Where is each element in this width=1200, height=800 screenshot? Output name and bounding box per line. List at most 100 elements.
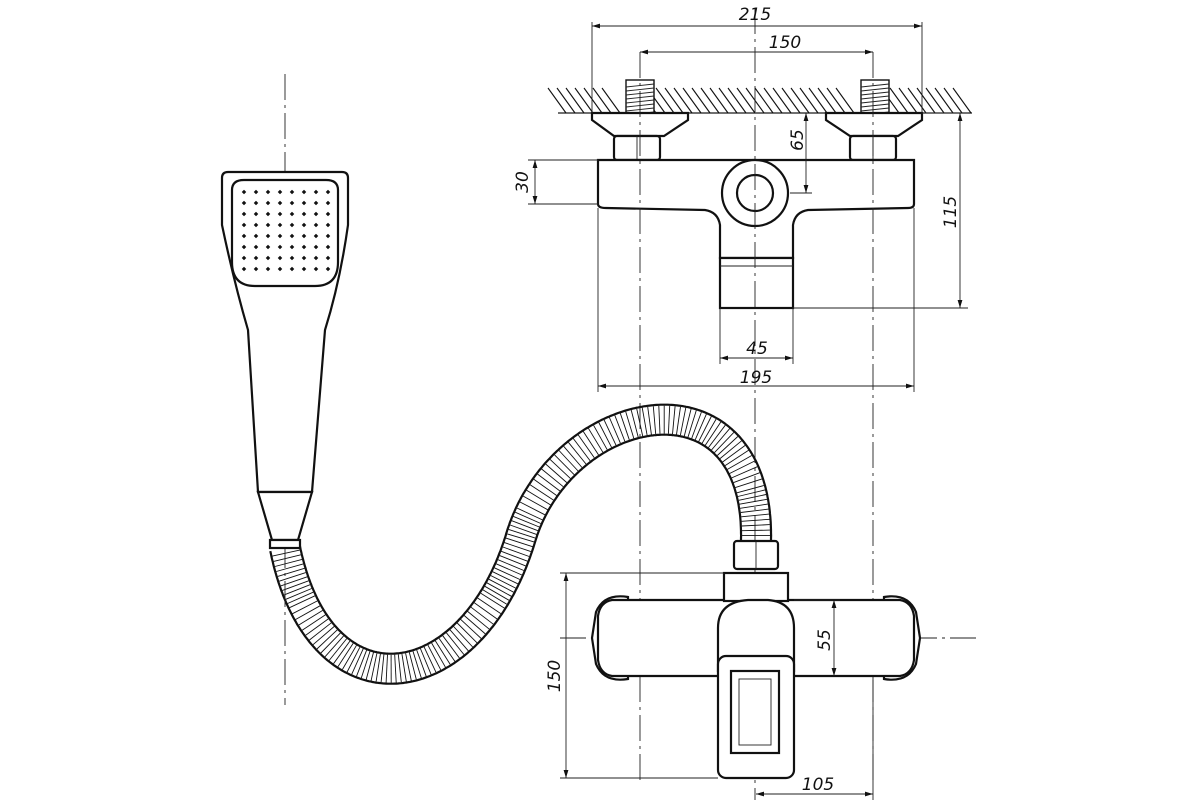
hose-ring	[272, 549, 300, 557]
hose-ring	[273, 554, 301, 562]
hose-ring	[716, 436, 739, 456]
hatch-line	[925, 87, 945, 114]
hatch-line	[727, 87, 747, 114]
hose-ring	[285, 588, 312, 600]
hose-ring	[667, 405, 671, 434]
dim-215-label: 215	[739, 5, 771, 25]
hose-ring	[738, 494, 767, 501]
hose-ring	[419, 648, 432, 675]
hose-ring	[735, 478, 763, 489]
hose-ring	[423, 646, 437, 673]
hose-ring	[687, 410, 697, 438]
thread-line	[860, 83, 890, 88]
hatch-line	[583, 87, 603, 114]
hose-ring	[509, 524, 537, 535]
hatch-line	[763, 87, 783, 114]
hose-ring	[431, 642, 446, 668]
hose-ring	[513, 515, 540, 528]
hose-nut	[732, 539, 780, 571]
hose-ring	[549, 459, 571, 479]
hatch-line	[754, 87, 774, 114]
spout-outlet	[718, 256, 795, 310]
shower-head-face	[230, 178, 340, 288]
hose-ring	[679, 407, 687, 436]
hose-ring	[292, 600, 318, 615]
dim-65-label: 65	[788, 129, 808, 151]
hatch-line	[673, 87, 693, 114]
dim-30-label: 30	[513, 171, 533, 193]
hose-ring	[691, 411, 702, 439]
shower-nozzles	[241, 189, 331, 272]
hatch-line	[934, 87, 954, 114]
hose-ring	[739, 498, 768, 505]
hose-ring	[477, 597, 502, 614]
hose-ring	[276, 563, 304, 572]
hose-ring	[733, 472, 760, 484]
hose-ring	[277, 567, 305, 577]
nozzle	[289, 255, 295, 261]
hose-ring	[533, 478, 557, 496]
hose-ring	[511, 520, 539, 532]
hatch-line	[547, 87, 567, 114]
hatch-line	[826, 87, 846, 114]
hatch-line	[700, 87, 720, 114]
hose-ring	[508, 528, 536, 539]
hose-ring	[737, 489, 766, 497]
hand-shower	[220, 74, 350, 705]
hose-ring	[516, 507, 543, 521]
nozzle	[301, 266, 307, 272]
dim-150-front-label: 150	[545, 660, 565, 692]
hatch-line	[799, 87, 819, 114]
hose-ring	[370, 653, 378, 681]
hose-ring	[614, 415, 626, 442]
thread-line	[860, 99, 890, 104]
nozzle	[277, 266, 283, 272]
hose-ring	[608, 417, 621, 444]
hose-ring	[375, 653, 381, 682]
nozzle	[325, 255, 331, 261]
hose-ring	[298, 610, 323, 626]
hose-ring	[283, 584, 311, 596]
hose-ring	[460, 619, 482, 639]
hatch-line	[601, 87, 621, 114]
hose-ring	[401, 653, 407, 682]
hose-ring	[522, 495, 548, 511]
nozzle	[313, 266, 319, 272]
nozzle	[241, 255, 247, 261]
hose-ring	[740, 503, 768, 509]
hose-ring	[558, 450, 579, 472]
flexible-hose	[269, 403, 773, 685]
hose-ring	[337, 643, 354, 667]
thread-line	[625, 87, 655, 92]
hose-ring	[408, 652, 417, 680]
hose-ring	[427, 644, 442, 671]
dim-150-top-label: 150	[769, 33, 801, 53]
hose-ring	[499, 555, 526, 567]
hose-ring	[501, 550, 528, 562]
hose-ring	[279, 572, 306, 582]
hose-ring	[603, 419, 617, 446]
hose-ring	[652, 406, 657, 435]
hose-ring	[724, 449, 749, 466]
hose-ring	[676, 406, 681, 435]
hatch-line	[682, 87, 702, 114]
nozzle	[301, 255, 307, 261]
dim-195-label: 195	[740, 368, 772, 388]
hatch-line	[835, 87, 855, 114]
hose-ring	[641, 407, 648, 436]
hose-ring	[356, 650, 368, 677]
right-threaded-pipe	[860, 79, 890, 116]
hatch-line	[556, 87, 576, 114]
hose-ring	[722, 445, 746, 463]
dim-45-label: 45	[746, 339, 768, 359]
hose-ring	[456, 622, 478, 644]
hose-ring	[701, 418, 717, 444]
hose-ring	[405, 653, 412, 681]
hatch-line	[592, 87, 612, 114]
hose-ring	[467, 611, 490, 630]
hose-ring	[526, 489, 551, 506]
hose-ring	[282, 580, 309, 591]
hatch-line	[772, 87, 792, 114]
hatch-line	[691, 87, 711, 114]
hose-ring	[619, 413, 630, 440]
